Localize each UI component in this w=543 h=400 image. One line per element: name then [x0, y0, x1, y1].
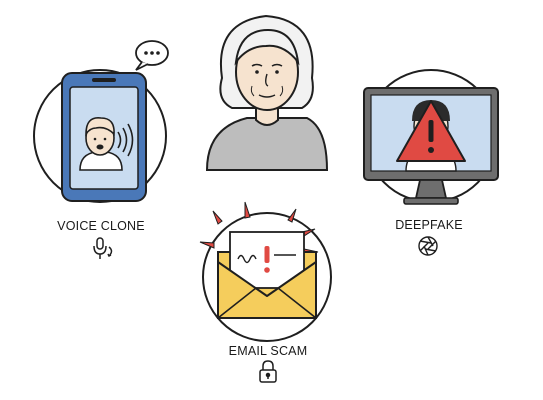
- email-scam-illustration: [199, 201, 332, 342]
- speech-bubble-icon: [135, 40, 169, 71]
- padlock-icon: [259, 360, 277, 383]
- camera-aperture-icon: [418, 236, 438, 256]
- elderly-woman-illustration: [205, 14, 329, 171]
- voice-clone-illustration: [33, 40, 169, 203]
- deepfake-label: DEEPFAKE: [395, 218, 463, 232]
- email-scam-label: EMAIL SCAM: [228, 344, 308, 358]
- voice-clone-label: VOICE CLONE: [57, 219, 145, 233]
- deepfake-illustration: [363, 69, 499, 205]
- microphone-icon: [93, 237, 113, 259]
